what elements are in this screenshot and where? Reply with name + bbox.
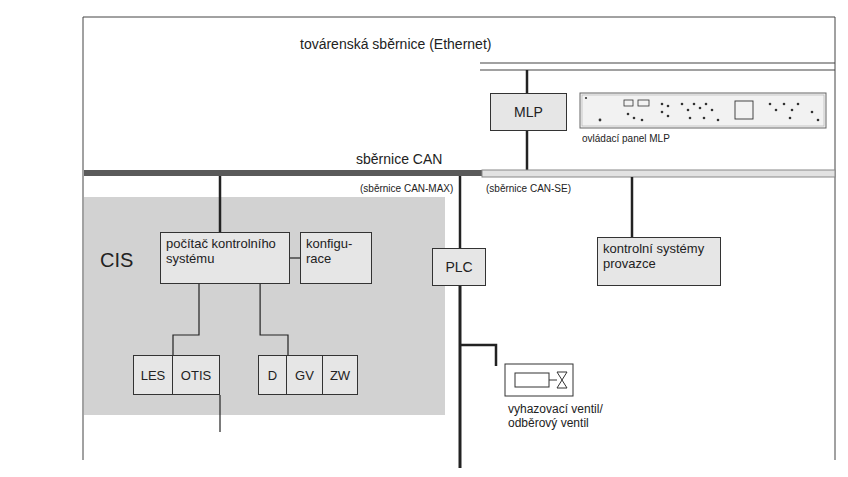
text-holder: ZW bbox=[330, 368, 350, 383]
node-text: LES bbox=[141, 368, 166, 383]
text-holder: MLP bbox=[514, 104, 543, 120]
module-box: OTIS bbox=[172, 355, 220, 395]
process-box: počítač kontrolního systému bbox=[160, 232, 290, 284]
connector-line bbox=[290, 257, 300, 258]
cis-out-wire bbox=[219, 395, 220, 432]
bus-label: továrenská sběrnice (Ethernet) bbox=[300, 36, 491, 52]
valve-label: vyhazovací ventil/ odběrový ventil bbox=[508, 402, 633, 430]
node-text: PLC bbox=[445, 259, 472, 275]
provazec-can-wire bbox=[631, 177, 634, 238]
controller-box: MLP bbox=[490, 93, 567, 131]
node-text: ZW bbox=[330, 368, 350, 383]
can-se-bus bbox=[482, 170, 835, 177]
module-box: ZW bbox=[322, 355, 358, 395]
controller-box: PLC bbox=[432, 248, 486, 286]
node-text: konfigu-race bbox=[306, 236, 366, 266]
text-holder: PLC bbox=[445, 259, 472, 275]
valve-wire bbox=[460, 345, 496, 366]
plc-can-wire bbox=[459, 176, 462, 249]
control-panel-illustration bbox=[580, 93, 826, 128]
connector-line bbox=[173, 284, 199, 355]
bus-label: sběrnice CAN bbox=[356, 151, 442, 167]
module-box: D bbox=[258, 355, 287, 395]
process-box: kontrolní systémy provazce bbox=[597, 237, 721, 286]
node-text: počítač kontrolního systému bbox=[166, 236, 284, 266]
node-text: D bbox=[268, 368, 277, 383]
ethernet-bus bbox=[480, 63, 835, 70]
mlp-can-wire bbox=[526, 130, 529, 171]
connector-line bbox=[260, 284, 288, 355]
text-holder: D bbox=[268, 368, 277, 383]
node-text: kontrolní systémy provazce bbox=[603, 241, 715, 271]
module-box: LES bbox=[133, 355, 173, 395]
module-box: GV bbox=[286, 355, 323, 395]
can-max-bus bbox=[84, 170, 482, 176]
panel-label: ovládací panel MLP bbox=[582, 133, 670, 145]
text-holder: LES bbox=[141, 368, 166, 383]
plc-output-wire bbox=[459, 285, 462, 468]
cis-region-fill bbox=[84, 197, 445, 415]
process-box: konfigu-race bbox=[300, 232, 372, 284]
cis-can-wire bbox=[219, 176, 222, 233]
bus-segment-label: (sběrnice CAN-MAX) bbox=[360, 183, 453, 195]
bus-segment-label: (sběrnice CAN-SE) bbox=[486, 183, 571, 195]
group-region: CISpočítač kontrolního systémukonfigu-ra… bbox=[84, 197, 445, 415]
text-holder: GV bbox=[295, 368, 314, 383]
mlp-ethernet-wire bbox=[526, 70, 529, 93]
node-text: MLP bbox=[514, 104, 543, 120]
node-text: GV bbox=[295, 368, 314, 383]
valve-symbol bbox=[505, 364, 573, 396]
text-holder: OTIS bbox=[181, 368, 211, 383]
node-text: OTIS bbox=[181, 368, 211, 383]
